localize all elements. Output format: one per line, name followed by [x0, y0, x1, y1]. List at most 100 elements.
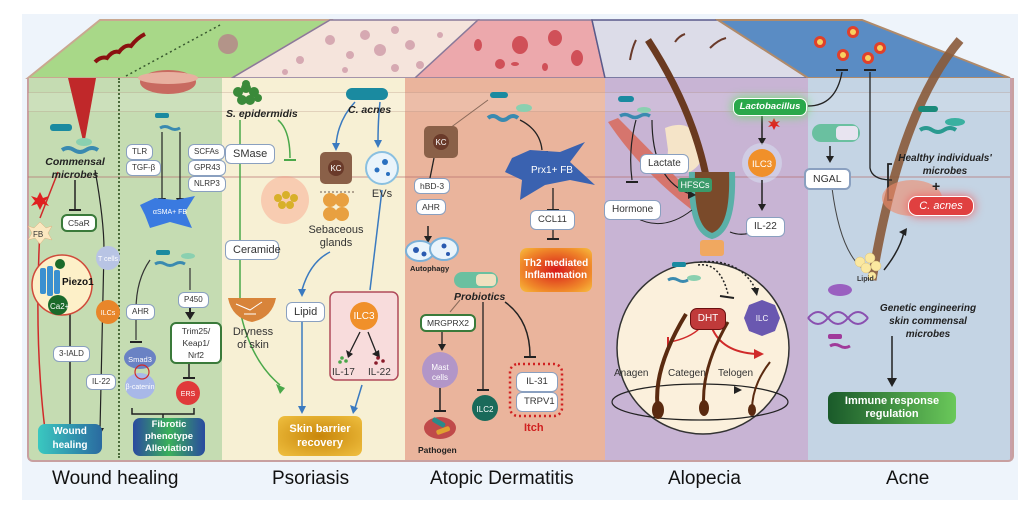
acne-graphics — [807, 37, 965, 387]
outcome-immune-response-regulation: Immune response regulation — [828, 392, 956, 424]
node-mrgprx2: MRGPRX2 — [420, 314, 477, 332]
s-epidermidis-label: S. epidermidis — [226, 108, 298, 120]
node-ers: ERS — [180, 391, 196, 398]
node-c5ar: C5aR — [61, 214, 97, 232]
lipid-droplets — [854, 252, 882, 281]
node-ilc3-psoriasis: ILC3 — [353, 311, 375, 322]
commensal-microbes-icon — [50, 124, 100, 154]
pen-hand-icon — [828, 284, 852, 296]
node-scfas: SCFAs — [188, 144, 225, 160]
psoriasis-graphics — [228, 80, 399, 414]
c-acnes-label: C. acnes — [348, 104, 392, 116]
node-ilc-alopecia: ILC — [755, 314, 769, 323]
node-3-iald: 3-IALD — [53, 346, 90, 362]
node-sebaceous-glands: Sebaceous glands — [308, 224, 364, 249]
atopic-graphics — [405, 92, 595, 439]
alopecia-graphics — [608, 38, 790, 435]
dna-helix-icon — [807, 311, 869, 325]
node-fb: FB — [33, 230, 44, 239]
asma-fibroblast-icon — [140, 196, 195, 228]
prx1-fibroblast-icon — [505, 142, 595, 200]
wound-panel-divider — [118, 78, 120, 458]
mast-cells-icon — [422, 352, 458, 388]
node-beta-catenin: β-catenin — [125, 384, 155, 391]
node-hbd3: hBD-3 — [414, 178, 451, 194]
wound-tear — [68, 78, 96, 145]
node-asma-fb: αSMA+ FB — [152, 209, 188, 216]
node-p450: P450 — [178, 292, 209, 308]
node-ilc2: ILC2 — [476, 405, 494, 414]
calcium-ion — [48, 295, 68, 315]
t-cells — [96, 246, 120, 270]
red-star-icon — [31, 192, 49, 210]
hair-cycle-zoom-circle — [616, 261, 790, 435]
node-kc-ad: KC — [435, 138, 447, 147]
commensal-microbes-label: Commensal microbes — [45, 156, 105, 181]
itch-box — [508, 362, 564, 418]
psoriasis-inflammation-glow — [261, 176, 309, 224]
hair-cycle-ellipse — [611, 383, 789, 421]
node-trpv1: TRPV1 — [516, 392, 558, 412]
node-dht: DHT — [690, 308, 726, 330]
node-hormone: Hormone — [604, 200, 662, 220]
outcome-wound-healing: Wound healing — [38, 424, 102, 454]
pathogen-icon — [424, 417, 456, 439]
node-ceramide: Ceramide — [225, 240, 281, 260]
pathogen-label: Pathogen — [418, 445, 457, 455]
healthy-microbes-label: Healthy individuals' microbes — [898, 153, 992, 177]
skin-surface — [25, 19, 1011, 79]
node-hfscs: HFSCs — [678, 178, 712, 192]
ers-icon — [176, 381, 200, 405]
fibroblast-fb — [27, 221, 53, 245]
caption-atopic-dermatitis: Atopic Dermatitis — [430, 468, 574, 489]
node-ngal: NGAL — [804, 168, 851, 190]
evs-vesicle — [365, 151, 399, 185]
s-epidermidis-icon — [233, 80, 262, 105]
ilc3-cell-alopecia — [748, 149, 776, 177]
node-ilcs: ILCs — [100, 310, 116, 317]
node-evs: EVs — [371, 188, 393, 200]
node-c-acnes-acne: C. acnes — [908, 196, 974, 216]
node-tlr: TLR — [126, 144, 154, 160]
node-autophagy: Autophagy — [410, 264, 450, 273]
outcome-skin-barrier-recovery: Skin barrier recovery — [278, 416, 362, 456]
caption-wound-healing: Wound healing — [52, 468, 179, 489]
hair-shaft-acne — [867, 37, 964, 281]
outcome-fibrotic-alleviation: Fibrotic phenotype Alleviation — [133, 418, 205, 456]
node-lactate: Lactate — [640, 154, 689, 174]
node-smase: SMase — [225, 144, 275, 164]
c-acnes-icon — [346, 88, 388, 100]
node-nlrp3: NLRP3 — [188, 176, 226, 192]
acne-microbe-rod — [918, 106, 938, 112]
node-il22-alopecia: IL-22 — [746, 217, 785, 237]
ilc2-cell — [472, 395, 498, 421]
node-ahr-ad: AHR — [416, 199, 446, 215]
beta-catenin-protein — [125, 373, 155, 399]
genetic-engineering-label: Genetic engineering skin commensal micro… — [879, 303, 977, 340]
node-ahr-wound: AHR — [126, 304, 155, 320]
psoriasis-plaque-cells — [274, 191, 298, 209]
itch-label: Itch — [524, 422, 544, 434]
stage-anagen: Anagen — [614, 368, 649, 379]
dryness-cracked-skin-icon — [228, 298, 276, 322]
autophagy-icon — [405, 237, 459, 262]
scar-icon — [218, 34, 238, 54]
probiotics-label: Probiotics — [454, 291, 506, 303]
wound-cut-icon — [93, 32, 146, 64]
node-piezo1: Piezo1 — [62, 277, 94, 288]
wound-right-graphics — [124, 70, 200, 420]
node-ca2: Ca2+ — [50, 302, 70, 311]
node-smad3: Smad3 — [128, 355, 152, 364]
red-star-icon-alopecia — [768, 118, 780, 130]
caption-psoriasis: Psoriasis — [272, 468, 350, 489]
ilcs-cell — [96, 300, 120, 324]
caption-alopecia: Alopecia — [668, 468, 741, 489]
dryness-of-skin-label: Dryness of skin — [232, 326, 274, 351]
node-prx1-fb: Prx1+ FB — [531, 165, 573, 176]
ilc3-cell-psoriasis — [350, 302, 378, 330]
node-kc-psoriasis: KC — [330, 164, 342, 173]
piezo1-channel-icon — [40, 266, 60, 296]
node-lactobacillus: Lactobacillus — [733, 98, 807, 116]
ilc3-box — [329, 291, 399, 381]
